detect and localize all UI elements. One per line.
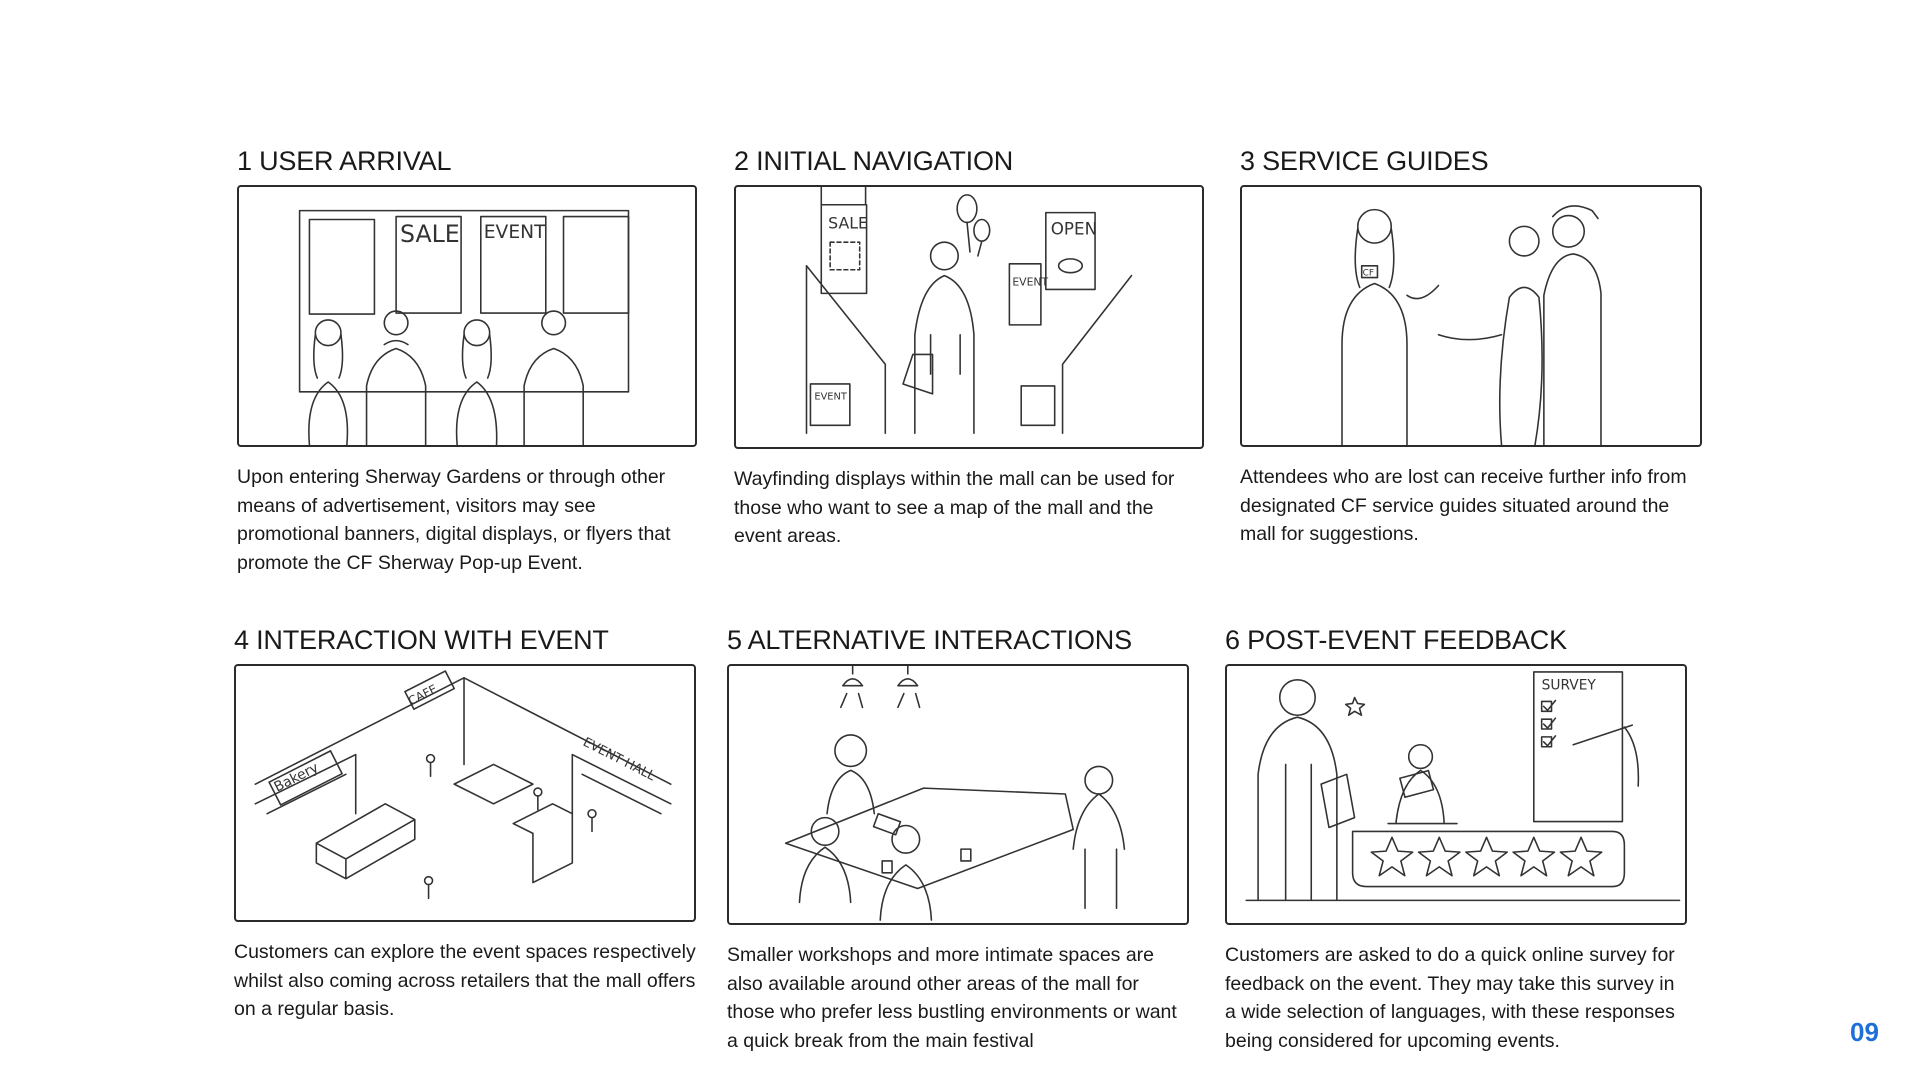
panel-user-arrival: 1 USER ARRIVAL SALE EVENT	[237, 146, 697, 577]
page-number: 09	[1850, 1017, 1879, 1047]
sketch-guide-helping-visitors: CF	[1341, 205, 1602, 445]
panel-title: 1 USER ARRIVAL	[237, 146, 452, 176]
panel-post-event-feedback: 6 POST-EVENT FEEDBACK SURVEY Cu	[1225, 625, 1687, 1055]
sketch-frame	[727, 664, 1189, 925]
panel-interaction-with-event: 4 INTERACTION WITH EVENT Bakery CAFE EVE…	[234, 625, 696, 1024]
panel-title: 3 SERVICE GUIDES	[1240, 146, 1489, 176]
badge-label: CF	[1363, 269, 1374, 279]
sketch-frame: SALE OPEN EVENT EVENT	[734, 185, 1204, 449]
sign-label: EVENT HALL	[580, 735, 658, 785]
sketch-people-viewing-banners: SALE EVENT	[298, 209, 630, 445]
sketch-frame: SURVEY	[1225, 664, 1687, 925]
panel-title: 5 ALTERNATIVE INTERACTIONS	[727, 625, 1132, 655]
sketch-isometric-event-space: Bakery CAFE EVENT HALL	[254, 670, 672, 900]
panel-description: Attendees who are lost can receive furth…	[1240, 466, 1687, 545]
panel-alternative-interactions: 5 ALTERNATIVE INTERACTIONS Smaller works…	[727, 625, 1189, 1055]
sketch-workshop-table	[784, 666, 1126, 921]
rating-stars	[1344, 696, 1603, 877]
panel-description: Smaller workshops and more intimate spac…	[727, 944, 1177, 1052]
sign-label: SURVEY	[1542, 678, 1597, 694]
panel-title: 6 POST-EVENT FEEDBACK	[1225, 625, 1567, 655]
sign-label: SALE	[828, 213, 868, 232]
panel-title: 2 INITIAL NAVIGATION	[734, 146, 1014, 176]
sign-label: EVENT	[1012, 275, 1048, 288]
sketch-frame: SALE EVENT	[237, 185, 697, 447]
sign-label: EVENT	[814, 392, 847, 403]
sign-label: SALE	[400, 220, 460, 248]
panel-initial-navigation: 2 INITIAL NAVIGATION SALE OPEN EVENT EVE…	[734, 146, 1204, 551]
panel-description: Customers can explore the event spaces r…	[234, 941, 696, 1020]
panel-description: Wayfinding displays within the mall can …	[734, 468, 1175, 547]
sketch-frame: Bakery CAFE EVENT HALL	[234, 664, 696, 922]
sketch-frame: CF	[1240, 185, 1702, 447]
sign-label: EVENT	[484, 222, 546, 243]
sketch-survey-rating: SURVEY	[1245, 671, 1681, 902]
panel-title: 4 INTERACTION WITH EVENT	[234, 625, 609, 655]
panel-description: Upon entering Sherway Gardens or through…	[237, 466, 671, 574]
panel-service-guides: 3 SERVICE GUIDES CF Attendees who are lo…	[1240, 146, 1702, 549]
sketch-man-with-wayfinding-signs: SALE OPEN EVENT EVENT	[805, 187, 1133, 435]
panel-description: Customers are asked to do a quick online…	[1225, 944, 1675, 1052]
sign-label: OPEN	[1051, 218, 1097, 238]
